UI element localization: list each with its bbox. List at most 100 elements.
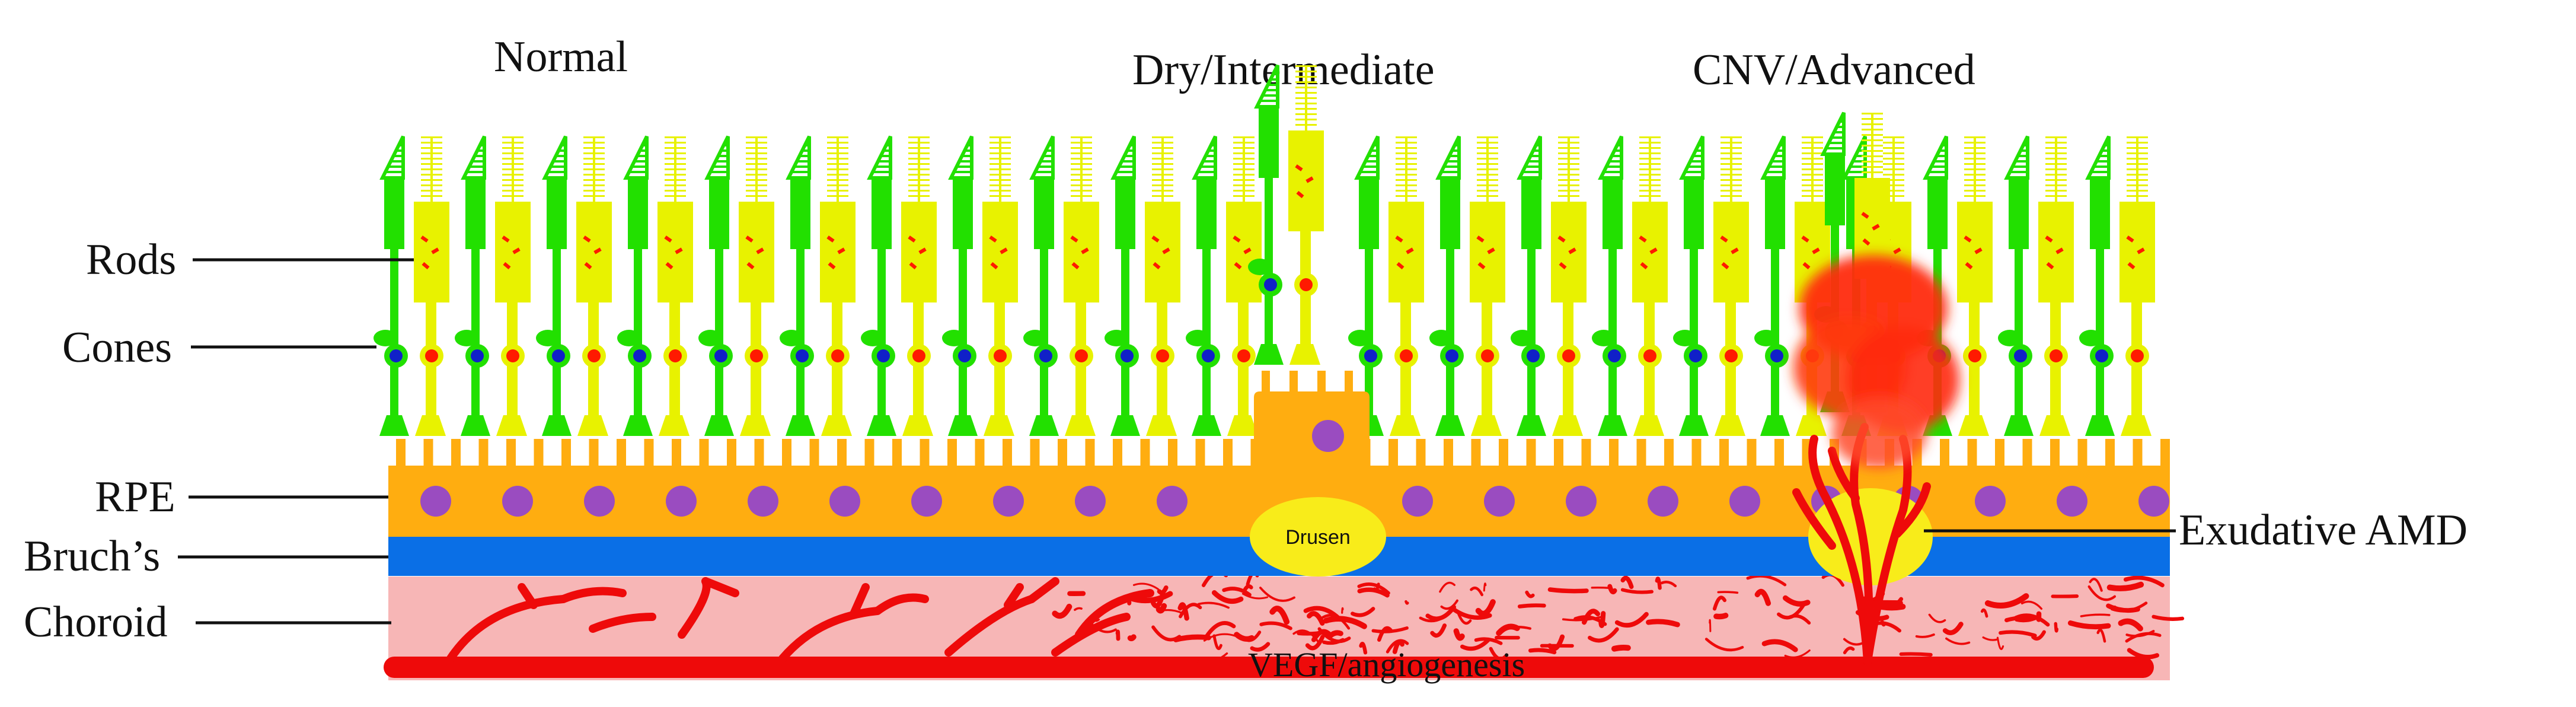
capillary [1646, 619, 1680, 628]
photoreceptor-unit [1348, 135, 1424, 436]
capillary [2125, 632, 2162, 643]
capillary [1525, 590, 1535, 598]
capillary [2067, 620, 2111, 630]
capillary [1205, 621, 1236, 638]
rpe-villus [1995, 439, 2004, 467]
capillary [1660, 581, 1677, 588]
choroid-branch [701, 577, 739, 597]
capillary [1305, 635, 1325, 651]
rpe-villus [2133, 439, 2143, 467]
capillary [1843, 646, 1855, 655]
capillary [1489, 647, 1508, 661]
capillary [1132, 582, 1159, 590]
capillary [2080, 613, 2111, 617]
capillary [1562, 616, 1603, 622]
photoreceptor-unit [455, 135, 531, 436]
rpe-villus [1140, 439, 1150, 467]
choroid-branch [1075, 589, 1154, 639]
rpe-bump-villi [1262, 371, 1353, 394]
rpe-bump-nucleus [1312, 420, 1344, 452]
capillary [1179, 603, 1202, 619]
rpe-villus [1940, 439, 1949, 467]
choroid-branch [518, 583, 538, 609]
capillary [1588, 627, 1619, 643]
capillary [1351, 607, 1375, 617]
rpe-villus [1058, 439, 1067, 467]
label-rpe: RPE [95, 473, 175, 521]
rpe-villus [1554, 439, 1563, 467]
rpe-villus [589, 439, 599, 467]
rpe-villus [2160, 439, 2170, 467]
rpe-villus [1030, 439, 1040, 467]
choroid-vessels [384, 570, 2185, 678]
rpe-villus [1003, 439, 1012, 467]
capillary [1881, 620, 1886, 627]
capillary [1761, 639, 1798, 652]
capillary [1717, 591, 1739, 594]
capillary [1517, 603, 1546, 609]
rpe-villus [506, 439, 516, 467]
rpe-nucleus [1566, 486, 1597, 517]
photoreceptor-unit [1429, 135, 1505, 436]
capillary [1089, 621, 1117, 633]
capillary [1241, 593, 1269, 600]
rpe-villus [892, 439, 902, 467]
rpe-villus [534, 439, 544, 467]
rpe-nucleus [1075, 486, 1106, 517]
rpe-nucleus [666, 486, 697, 517]
rpe-nucleus [1402, 486, 1433, 517]
capillary [1475, 599, 1496, 617]
rpe-villus [837, 439, 847, 467]
capillary [1307, 611, 1325, 626]
photoreceptor-unit [1592, 135, 1668, 436]
rpe-villus [1168, 439, 1177, 467]
capillary [1945, 637, 1971, 645]
rpe-villus [1388, 439, 1398, 467]
rpe-villus [1471, 439, 1481, 467]
capillary [1984, 593, 2029, 609]
rpe-nucleus [2138, 486, 2169, 517]
capillary [1581, 609, 1601, 625]
label-exudative-amd: Exudative AMD [2179, 506, 2468, 555]
rpe-villus [617, 439, 626, 467]
capillary [1359, 642, 1368, 655]
capillary [1598, 611, 1606, 628]
capillary [1177, 602, 1189, 621]
capillary [1193, 652, 1228, 664]
cnv-sprout [1808, 435, 1872, 665]
rpe-villus [451, 439, 461, 467]
rpe-villus [920, 439, 930, 467]
rpe-microvilli [396, 439, 2170, 467]
capillary [2031, 630, 2046, 641]
photoreceptor-unit [1023, 135, 1099, 436]
capillary [1457, 612, 1472, 625]
capillary [1483, 582, 1487, 592]
rpe-villus [561, 439, 571, 467]
capillary [1928, 613, 1946, 623]
choroid-branch [850, 583, 870, 618]
photoreceptor-unit [1105, 135, 1180, 436]
capillary [1173, 634, 1211, 642]
choroid-branch [873, 593, 929, 615]
choroid-branch [944, 595, 1036, 657]
capillary [1212, 634, 1222, 650]
capillary [1129, 591, 1173, 604]
capillary [1704, 638, 1744, 652]
rpe-villus [2077, 439, 2087, 467]
capillary [1439, 581, 1455, 593]
rpe-villus [1223, 439, 1233, 467]
rpe-villus [1747, 439, 1757, 467]
capillary [2118, 618, 2143, 632]
capillary [2087, 585, 2117, 601]
rpe-villus [699, 439, 709, 467]
drusen-label: Drusen [1285, 526, 1351, 549]
capillary [1197, 601, 1230, 609]
rpe-nucleus [1648, 486, 1678, 517]
capillary [1611, 644, 1631, 652]
rpe-nucleus [584, 486, 615, 517]
capillary [1453, 628, 1465, 641]
photoreceptor-unit [861, 135, 937, 436]
photoreceptor-unit [1248, 64, 1324, 365]
photoreceptor-unit [374, 135, 449, 436]
